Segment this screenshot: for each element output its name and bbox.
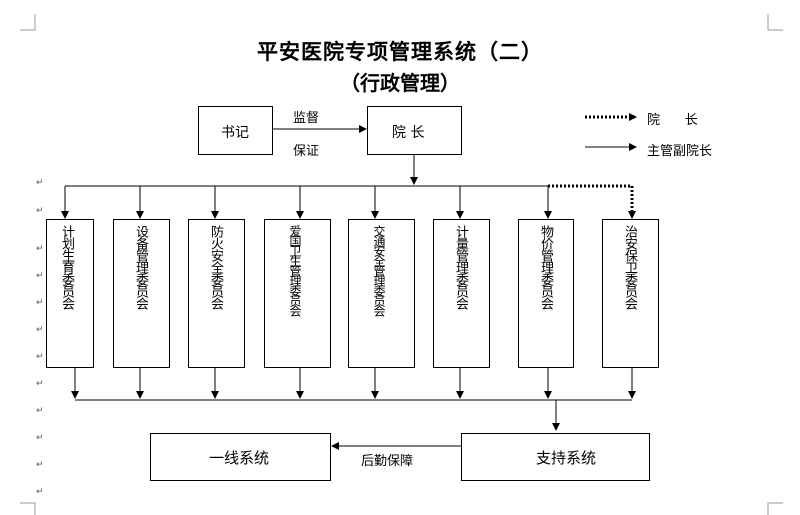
legend-vice-president: 主管副院长 [647,144,713,159]
committee-label: 计划生育委员会 [59,225,74,309]
paragraph-mark: ↵ [36,206,44,216]
president-label: 院 长 [392,125,425,141]
committee-box: 防火安全委员会 [188,219,245,368]
logistics-label: 后勤保障 [361,454,414,469]
guarantee-label: 保证 [293,144,320,159]
paragraph-mark: ↵ [36,325,44,335]
secretary-box: 书记 [198,106,273,155]
committee-box: 计量管理委员会 [433,219,490,368]
committee-box: 治安保卫委员会 [602,219,659,368]
paragraph-mark: ↵ [36,178,44,188]
paragraph-mark: ↵ [36,271,44,281]
legend-president: 院 长 [647,113,698,128]
supervise-label: 监督 [293,111,320,126]
committee-label: 计量管理委员会 [453,225,468,309]
committee-box: 物价管理委员会 [518,219,574,368]
paragraph-mark: ↵ [36,406,44,416]
frontline-box: 一线系统 [150,433,331,481]
frontline-label: 一线系统 [209,449,270,467]
paragraph-mark: ↵ [36,379,44,389]
paragraph-mark: ↵ [36,487,44,497]
secretary-label: 书记 [221,125,249,141]
committee-label: 防火安全委员会 [208,225,223,309]
paragraph-mark: ↵ [36,460,44,470]
support-label: 支持系统 [536,449,597,467]
committee-label: 设备管理委员会 [133,225,148,309]
support-box: 支持系统 [461,433,650,481]
paragraph-mark: ↵ [36,433,44,443]
committee-box: 设备管理委员会 [113,219,170,368]
paragraph-mark: ↵ [36,298,44,308]
committee-label: 治安保卫委员会 [622,225,637,309]
committee-label: 物价管理委员会 [538,225,553,309]
paragraph-mark: ↵ [36,352,44,362]
page-title: 平安医院专项管理系统（二） [257,39,543,64]
committee-box: 交通安全管理委员会 [348,219,415,368]
committee-box: 爱国卫生管理委员会 [264,219,331,368]
committee-box: 计划生育委员会 [46,219,94,368]
page-subtitle: （行政管理） [340,71,460,95]
committee-label: 爱国卫生管理委员会 [288,225,302,315]
president-box: 院 长 [367,106,462,155]
committee-label: 交通安全管理委员会 [372,225,386,315]
paragraph-mark: ↵ [36,244,44,254]
